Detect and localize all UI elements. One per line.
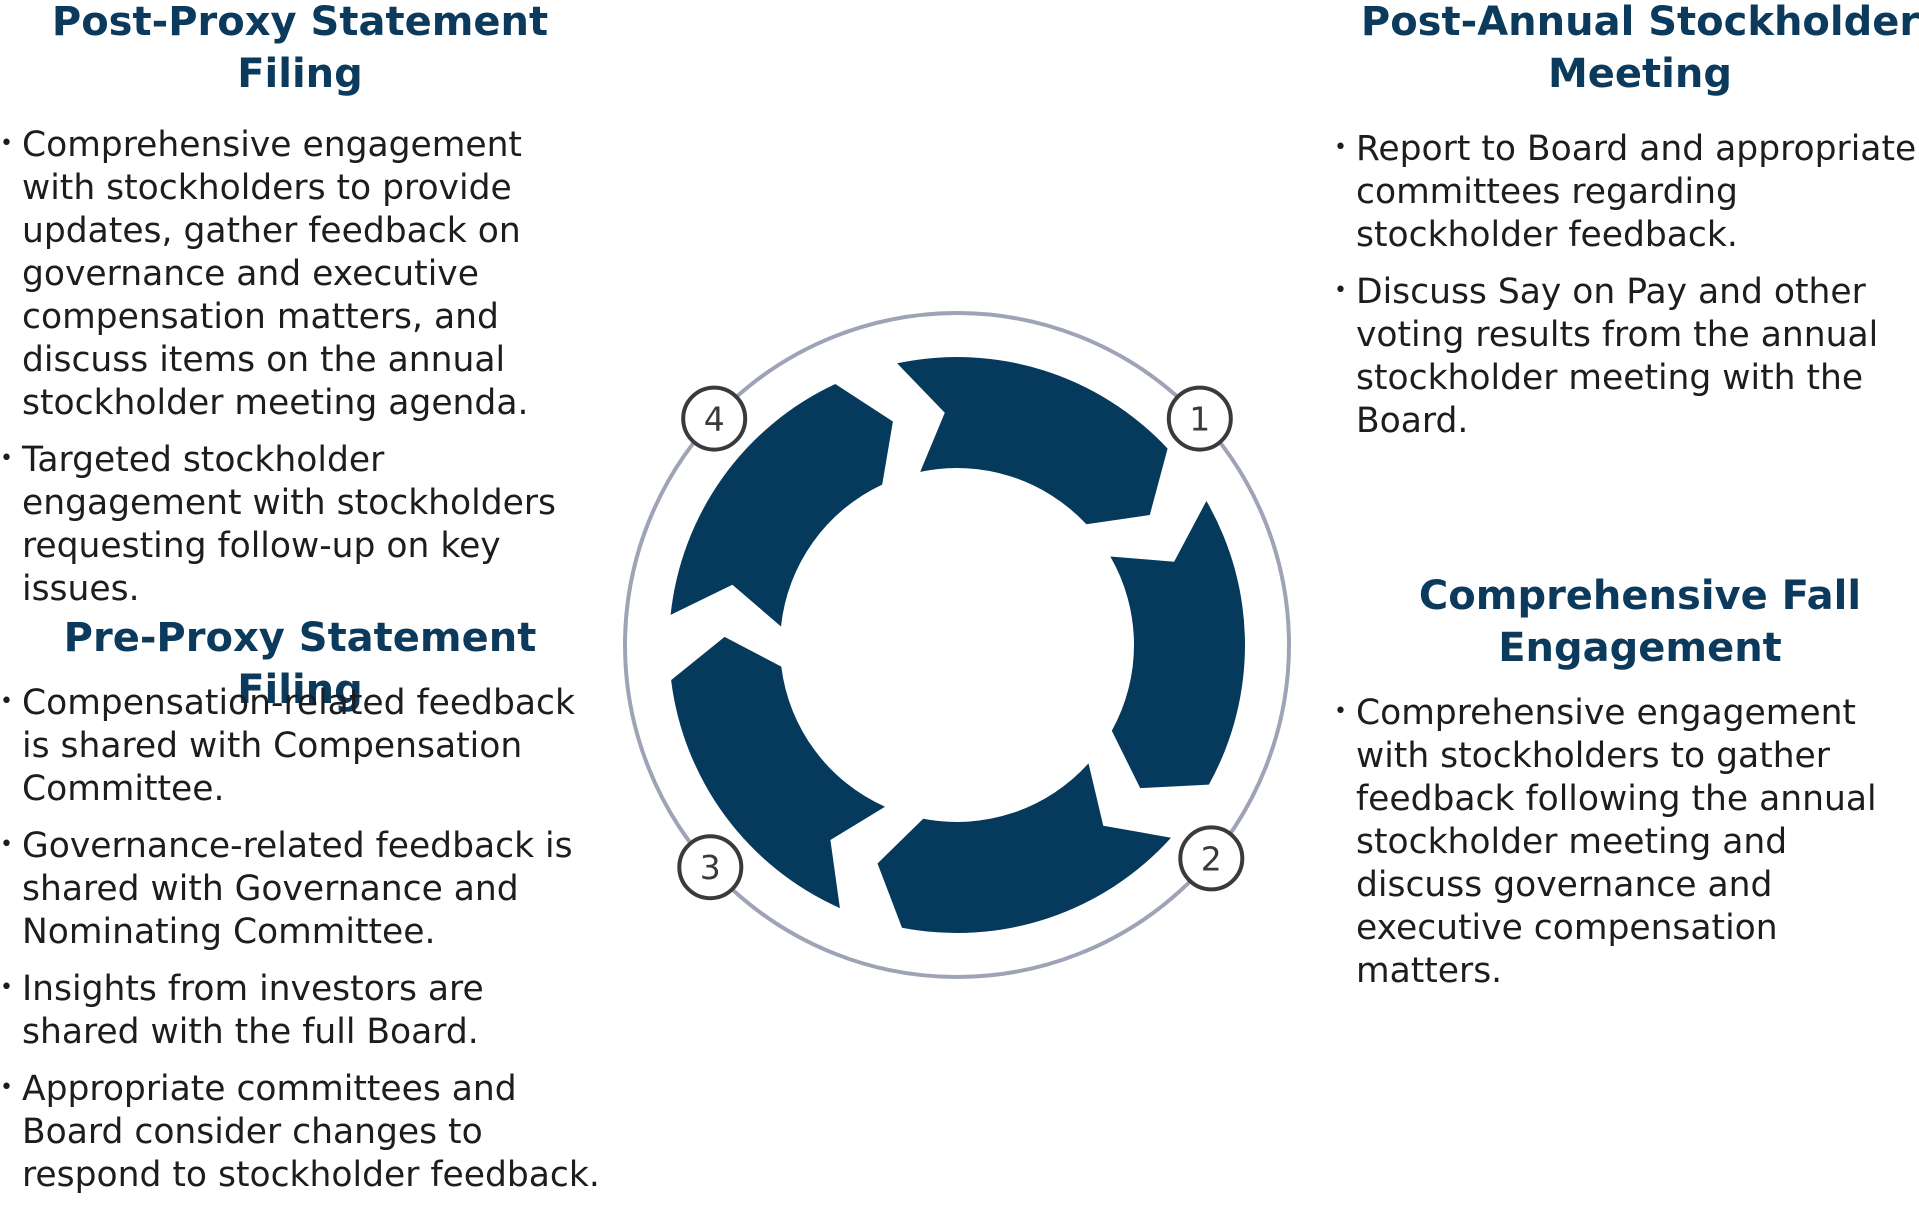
cycle-arrow [670,384,893,627]
cycle-arrows [670,357,1245,933]
post-annual-title: Post-Annual Stockholder Meeting [1320,0,1919,100]
pre-proxy-bullet: Compensation-related feedback is shared … [0,680,600,811]
step-number: 4 [704,400,725,439]
pre-proxy-bullet: Governance-related feedback is shared wi… [0,823,600,954]
step-badge-circle [1178,825,1245,892]
fall-engagement-title-line-1: Comprehensive Fall [1418,573,1862,619]
post-proxy-title: Post-Proxy Statement Filing [0,0,600,100]
post-annual-bullets: Report to Board and appropriate committe… [1334,126,1919,457]
step-number: 3 [700,848,721,887]
step-badge: 3 [677,834,744,901]
post-proxy-bullet: Comprehensive engagement with stockholde… [0,122,600,425]
step-badge: 1 [1166,385,1233,452]
post-annual-title-line-2: Meeting [1547,51,1732,97]
step-badge-circle [1166,385,1233,452]
step-badge: 4 [681,385,748,452]
post-annual-bullet: Discuss Say on Pay and other voting resu… [1334,269,1919,443]
post-proxy-bullet: Targeted stockholder engagement with sto… [0,437,600,611]
pre-proxy-bullet: Insights from investors are shared with … [0,966,600,1054]
outer-ring [623,311,1291,979]
post-proxy-title-line-1: Post-Proxy Statement [51,0,549,45]
cycle-arrow [671,636,885,909]
step-badge-circle [677,834,744,901]
fall-engagement-bullet: Comprehensive engagement with stockholde… [1334,690,1919,993]
cycle-arrow [877,763,1171,933]
post-annual-bullet: Report to Board and appropriate committe… [1334,126,1919,257]
step-badge: 2 [1178,825,1245,892]
step-number: 2 [1201,839,1222,878]
step-number: 1 [1189,400,1210,439]
step-badges: 1 2 3 4 [677,385,1245,901]
cycle-arrow [1110,501,1245,789]
step-badge-circle [681,385,748,452]
post-proxy-title-line-2: Filing [237,51,363,97]
cycle-arrow [897,357,1168,525]
pre-proxy-bullets: Compensation-related feedback is shared … [0,680,600,1211]
fall-engagement-title: Comprehensive Fall Engagement [1320,570,1919,674]
fall-engagement-bullets: Comprehensive engagement with stockholde… [1334,690,1919,1007]
post-proxy-bullets: Comprehensive engagement with stockholde… [0,122,600,625]
post-annual-title-line-1: Post-Annual Stockholder [1360,0,1919,45]
pre-proxy-bullet: Appropriate committees and Board conside… [0,1066,600,1197]
fall-engagement-title-line-2: Engagement [1498,625,1782,671]
